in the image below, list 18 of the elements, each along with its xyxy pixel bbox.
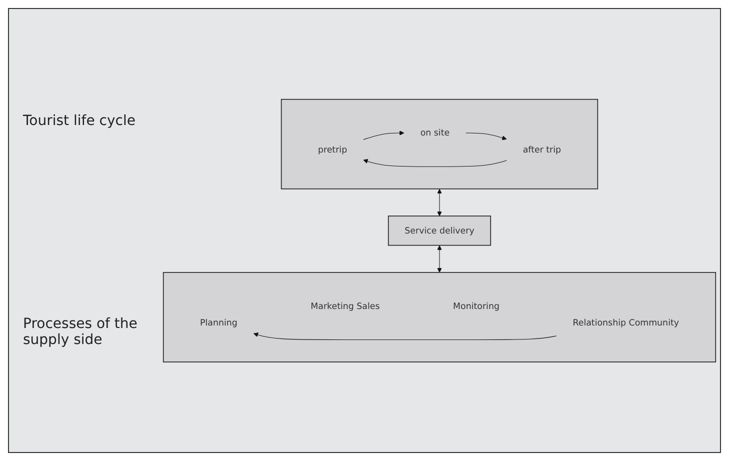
node-text: Relationship Community <box>572 317 680 328</box>
arrow <box>363 158 507 167</box>
node-text: pretrip <box>318 144 348 155</box>
arrow <box>466 132 507 140</box>
node-text: on site <box>420 127 450 138</box>
arrow <box>437 245 442 272</box>
node-text: Planning <box>200 317 238 328</box>
node-text: Marketing Sales <box>310 300 380 311</box>
node-text: Monitoring <box>453 300 500 311</box>
side-label: Tourist life cycle <box>23 112 136 129</box>
cluster <box>162 272 716 362</box>
cluster <box>280 98 598 190</box>
node-box: Service delivery <box>388 215 492 246</box>
side-label: Processes of the supply side <box>23 316 138 348</box>
node-text: after trip <box>522 144 562 155</box>
arrow <box>363 130 404 140</box>
arrow <box>437 188 442 216</box>
arrow <box>253 332 557 340</box>
